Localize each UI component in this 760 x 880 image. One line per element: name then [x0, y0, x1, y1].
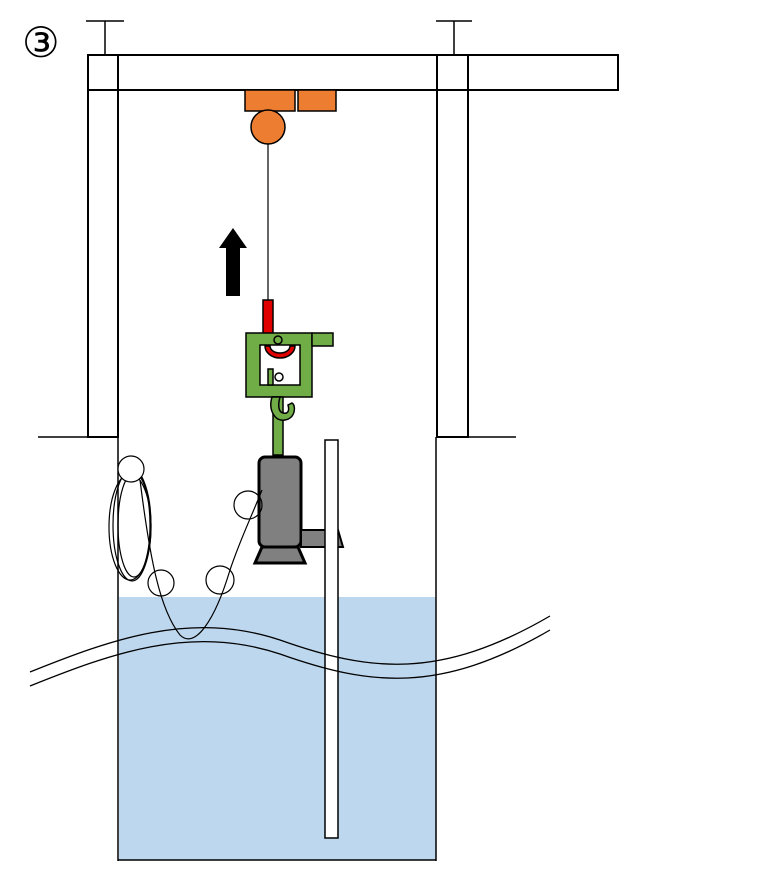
break-lines [29, 615, 551, 687]
water [119, 597, 436, 860]
step-number: ③ [22, 18, 60, 67]
gantry-frame [87, 54, 619, 438]
chain-hoist [244, 89, 337, 145]
up-arrow-icon [219, 228, 247, 296]
power-cable [108, 455, 263, 640]
lifting-bar [262, 299, 274, 336]
lifting-hook-frame [245, 332, 334, 456]
anchor-markers [86, 20, 472, 55]
pit [38, 436, 516, 861]
guide-rail [324, 439, 339, 839]
